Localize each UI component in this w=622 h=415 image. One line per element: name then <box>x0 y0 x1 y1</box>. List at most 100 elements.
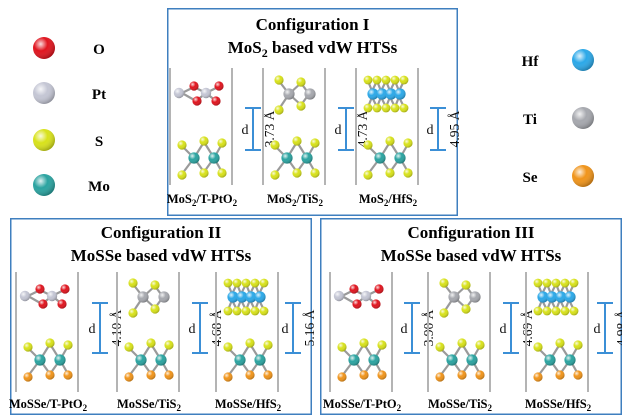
legend-label-o: O <box>93 42 105 58</box>
atom-se <box>475 370 485 380</box>
atom-mo <box>254 354 266 366</box>
atom-s <box>363 103 373 113</box>
atom-s <box>390 103 400 113</box>
atom-se <box>457 370 467 380</box>
atom-hf <box>537 291 549 303</box>
legend-label-ti: Ti <box>523 112 537 128</box>
atom-mo <box>394 152 406 164</box>
atom-s <box>551 278 561 288</box>
atom-mo <box>234 354 246 366</box>
atom-s <box>250 306 260 316</box>
atom-s <box>461 304 471 314</box>
structure-caption: MoS2/T-PtO2 <box>167 192 238 208</box>
atom-s <box>533 278 543 288</box>
distance-d-label: d <box>401 322 408 337</box>
panel-title: Configuration I <box>256 15 370 34</box>
atom-s <box>363 170 373 180</box>
atom-se <box>146 370 156 380</box>
atom-s <box>542 306 552 316</box>
atom-se <box>555 370 565 380</box>
atom-mo <box>54 354 66 366</box>
atom-s <box>128 278 138 288</box>
atom-s <box>475 340 485 350</box>
atom-se <box>45 370 55 380</box>
legend-label-mo: Mo <box>88 179 110 195</box>
atom-s <box>310 138 320 148</box>
atom-ti <box>304 88 316 100</box>
atom-s <box>177 170 187 180</box>
top-layer-hfs2 <box>223 278 269 316</box>
atom-se <box>573 370 583 380</box>
atom-s <box>45 338 55 348</box>
atom-s <box>457 338 467 348</box>
legend-label-pt: Pt <box>92 87 106 103</box>
top-layer-tis2 <box>439 278 481 318</box>
structure-caption: MoS2/HfS2 <box>359 192 418 208</box>
atom-s <box>292 168 302 178</box>
atom-hf <box>236 291 248 303</box>
atom-hf <box>227 291 239 303</box>
atom-o <box>211 96 221 106</box>
legend-atom-se <box>572 165 594 187</box>
top-layer-tis2 <box>128 278 170 318</box>
atom-hf <box>546 291 558 303</box>
atom-s <box>390 75 400 85</box>
atom-pt <box>200 87 212 99</box>
atom-hf <box>555 291 567 303</box>
atom-s <box>399 75 409 85</box>
atom-mo <box>374 152 386 164</box>
top-layer-tis2 <box>274 75 316 115</box>
atom-s <box>164 340 174 350</box>
interlayer-distance: 4.73 Å <box>355 110 370 147</box>
atom-s <box>177 140 187 150</box>
atom-s <box>569 278 579 288</box>
atom-s <box>63 340 73 350</box>
atom-s <box>296 101 306 111</box>
structure-caption: MoSSe/TiS2 <box>117 397 182 413</box>
structure-caption: MoSSe/T-PtO2 <box>9 397 88 413</box>
atom-ti <box>469 291 481 303</box>
atom-o <box>60 284 70 294</box>
bottom-layer-mosse <box>23 338 73 382</box>
top-layer-pto2 <box>19 284 70 309</box>
atom-s <box>250 278 260 288</box>
atom-s <box>274 105 284 115</box>
distance-d-label: d <box>335 123 342 138</box>
atom-hf <box>385 88 397 100</box>
legend-atom-hf <box>572 49 594 71</box>
atom-mo <box>348 354 360 366</box>
atom-mo <box>368 354 380 366</box>
atom-s <box>533 306 543 316</box>
top-layer-hfs2 <box>363 75 409 113</box>
legend-label-s: S <box>95 134 103 150</box>
atom-se <box>533 372 543 382</box>
atom-o <box>371 299 381 309</box>
interlayer-distance: 4.95 Å <box>447 110 462 147</box>
atom-s <box>241 278 251 288</box>
bottom-layer-mosse <box>435 338 485 382</box>
atom-s <box>270 140 280 150</box>
legend-label-hf: Hf <box>522 54 540 70</box>
atom-mo <box>188 152 200 164</box>
atom-se <box>23 372 33 382</box>
atom-o <box>57 299 67 309</box>
atom-s <box>199 168 209 178</box>
atom-s <box>385 136 395 146</box>
atom-s <box>385 168 395 178</box>
atom-s <box>232 306 242 316</box>
atom-s <box>223 342 233 352</box>
atom-hf <box>254 291 266 303</box>
atom-ti <box>448 291 460 303</box>
atom-o <box>38 299 48 309</box>
atom-se <box>435 372 445 382</box>
legend-atom-o <box>33 37 55 59</box>
interlayer-distance: 3.73 Å <box>262 110 277 147</box>
atom-s <box>150 280 160 290</box>
atom-s <box>23 342 33 352</box>
atom-s <box>223 278 233 288</box>
